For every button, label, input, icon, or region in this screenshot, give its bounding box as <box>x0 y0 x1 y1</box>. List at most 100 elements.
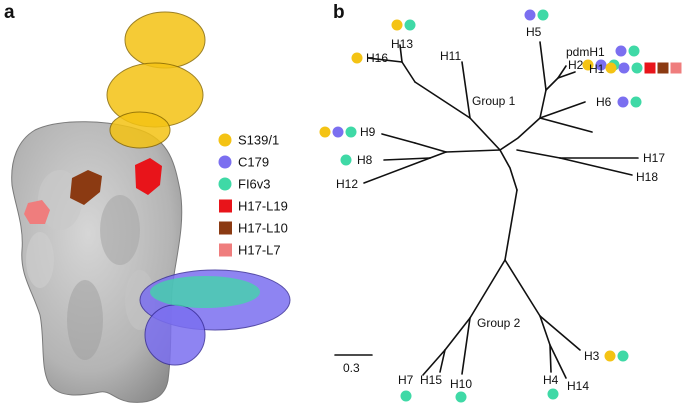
tree-branch <box>516 149 561 159</box>
tree-branch <box>504 189 518 261</box>
legend-swatch <box>219 243 232 257</box>
tree-branch <box>545 77 559 91</box>
binding-marker <box>618 62 630 74</box>
leaf-label: H2 <box>568 58 584 72</box>
tree-branch <box>549 344 552 373</box>
leaf-label: H9 <box>360 125 376 139</box>
epitope-h17-l19 <box>135 158 162 195</box>
tree-branch <box>367 57 403 63</box>
tree-branch <box>401 61 416 83</box>
tree-branch <box>422 349 446 376</box>
tree-branch <box>557 65 567 79</box>
leaf-label: H18 <box>636 170 658 184</box>
leaf-label: H13 <box>391 37 413 51</box>
leaf-label: H6 <box>596 95 612 109</box>
s139-1-antibody <box>106 11 206 149</box>
binding-marker <box>657 62 669 74</box>
leaf-label: H4 <box>543 373 559 387</box>
legend-swatch <box>219 221 232 235</box>
tree-branch <box>557 71 576 79</box>
tree-branch <box>499 117 541 151</box>
tree-branch <box>439 349 446 373</box>
binding-marker <box>319 126 331 138</box>
binding-marker <box>617 96 629 108</box>
surface-lump <box>100 195 140 265</box>
binding-marker <box>628 45 640 57</box>
surface-lump <box>26 232 54 288</box>
tree-branch <box>445 149 501 153</box>
legend-label: H17-L10 <box>238 221 288 236</box>
binding-marker <box>582 59 594 71</box>
leaf-label: pdmH1 <box>566 45 605 59</box>
binding-marker <box>630 96 642 108</box>
tree-branch <box>539 89 547 119</box>
tree-branch <box>539 117 593 133</box>
binding-marker <box>345 126 357 138</box>
leaf-label: H15 <box>420 373 442 387</box>
panel-a-label: a <box>4 2 15 23</box>
leaf-label: H16 <box>366 51 388 65</box>
legend-label: H17-L19 <box>238 199 288 214</box>
leaf-label: H8 <box>357 153 373 167</box>
c179-fi6v3-antibodies <box>139 269 291 366</box>
binding-marker <box>670 62 682 74</box>
tree-branch <box>539 315 581 351</box>
tree-branch <box>539 101 586 119</box>
tree-branch <box>461 317 471 375</box>
tree-branch <box>429 151 447 159</box>
tree-branch <box>444 317 471 351</box>
epitope-h17-l7 <box>24 200 50 224</box>
leaf-label: H1 <box>589 62 605 76</box>
epitope-h17-l10 <box>70 170 102 205</box>
binding-marker <box>351 52 363 64</box>
binding-marker <box>605 62 617 74</box>
binding-marker <box>391 19 403 31</box>
tree-branch <box>414 142 447 153</box>
legend-swatch <box>218 177 232 191</box>
tree-branch <box>469 259 506 319</box>
legend-swatch <box>219 199 232 213</box>
binding-marker <box>332 126 344 138</box>
binding-marker <box>631 62 643 74</box>
leaf-label: H17 <box>643 151 665 165</box>
tree-branch <box>504 259 541 317</box>
tree-branch <box>414 81 471 119</box>
legend-swatch <box>218 133 232 147</box>
tree-branch <box>383 157 431 161</box>
legend-label: H17-L7 <box>238 243 281 258</box>
tree-branch <box>469 117 501 151</box>
tree-branch <box>399 44 403 63</box>
leaf-label: H3 <box>584 349 600 363</box>
binding-marker <box>615 45 627 57</box>
tree-branch <box>539 41 547 91</box>
binding-marker <box>455 391 467 403</box>
binding-marker <box>524 9 536 21</box>
binding-marker <box>644 62 656 74</box>
tree-branch <box>461 61 471 119</box>
binding-marker <box>340 154 352 166</box>
leaf-label: H5 <box>526 25 542 39</box>
leaf-label: H10 <box>450 377 472 391</box>
tree-branch <box>499 149 518 191</box>
binding-marker <box>404 19 416 31</box>
binding-marker <box>547 388 559 400</box>
group-2-label: Group 2 <box>477 316 521 330</box>
leaf-label: H7 <box>398 373 414 387</box>
legend-swatch <box>218 155 232 169</box>
surface-lump <box>67 280 103 360</box>
phylogenetic-tree <box>334 41 639 379</box>
tree-branch <box>539 315 551 346</box>
legend-label: FI6v3 <box>238 177 271 192</box>
legend-label: C179 <box>238 155 269 170</box>
legend-label: S139/1 <box>238 133 279 148</box>
leaf-label: H11 <box>440 49 461 63</box>
scale-bar-label: 0.3 <box>343 361 360 375</box>
binding-marker <box>537 9 549 21</box>
group-1-label: Group 1 <box>472 94 516 108</box>
protein-structure <box>11 11 291 403</box>
leaf-label: H14 <box>567 379 589 393</box>
panel-b-label: b <box>333 2 345 23</box>
tree-branch <box>381 133 416 144</box>
